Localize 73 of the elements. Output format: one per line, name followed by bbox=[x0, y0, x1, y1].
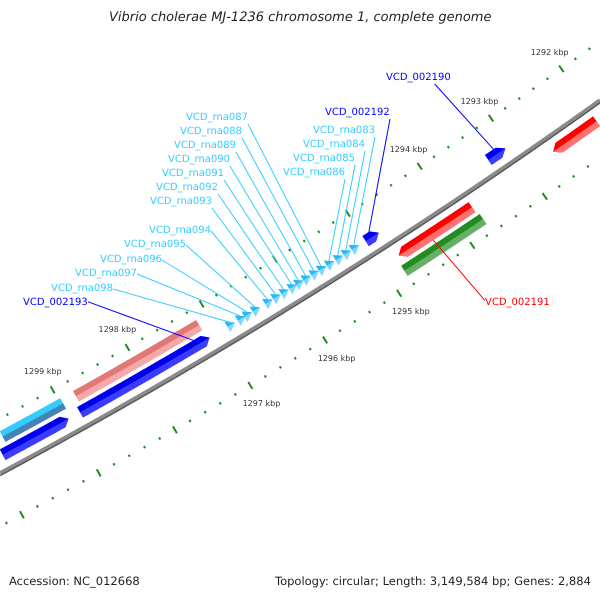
leader-line bbox=[88, 301, 194, 341]
gene-bar bbox=[77, 336, 210, 418]
leader-line bbox=[353, 136, 376, 246]
gene-label: VCD_rna087 bbox=[186, 112, 248, 124]
gene-marker bbox=[270, 294, 281, 304]
tick-label: 1293 kbp bbox=[460, 96, 498, 107]
gene-bar bbox=[362, 231, 379, 246]
gene-label: VCD_rna092 bbox=[156, 182, 218, 194]
gene-marker bbox=[292, 280, 304, 290]
leader-line bbox=[112, 288, 230, 323]
leader-line bbox=[432, 240, 486, 302]
gene-marker bbox=[324, 260, 334, 271]
gene-label: VCD_002191 bbox=[485, 297, 550, 309]
leader-line bbox=[162, 260, 248, 312]
accession-text: Accession: NC_012668 bbox=[9, 574, 140, 588]
tick-label: 1296 kbp bbox=[318, 354, 356, 364]
leader-line bbox=[368, 118, 390, 232]
gene-label: VCD_002193 bbox=[23, 297, 88, 309]
gene-marker bbox=[262, 298, 273, 310]
gene-label: VCD_rna097 bbox=[75, 268, 138, 280]
leader-line bbox=[434, 84, 494, 150]
gene-label: VCD_rna094 bbox=[149, 225, 212, 237]
gene-bar bbox=[0, 416, 69, 460]
gene-label: VCD_002192 bbox=[325, 107, 390, 119]
tick-label: 1294 kbp bbox=[390, 144, 428, 155]
gene-label: VCD_rna090 bbox=[168, 154, 230, 166]
leader-line bbox=[186, 244, 256, 308]
tick-label: 1297 kbp bbox=[242, 399, 280, 410]
gene-marker bbox=[316, 266, 326, 276]
gene-label: VCD_rna084 bbox=[303, 139, 366, 151]
gene-marker bbox=[300, 275, 311, 286]
gene-label: VCD_rna091 bbox=[162, 168, 224, 180]
leader-line bbox=[337, 164, 356, 256]
leader-line bbox=[230, 166, 299, 281]
gene-label: VCD_002190 bbox=[386, 72, 451, 84]
tick-label: 1298 kbp bbox=[98, 325, 136, 336]
gene-marker bbox=[340, 250, 351, 260]
gene-marker bbox=[250, 306, 260, 317]
tick-label: 1295 kbp bbox=[392, 306, 430, 317]
leader-line bbox=[345, 150, 366, 251]
gene-label: VCD_rna089 bbox=[174, 140, 236, 152]
gene-label: VCD_rna086 bbox=[283, 167, 346, 179]
leader-line bbox=[328, 178, 346, 262]
leader-line bbox=[224, 180, 292, 285]
leader-line bbox=[242, 138, 314, 272]
gene-marker bbox=[308, 270, 319, 280]
tick-label: 1292 kbp bbox=[530, 48, 568, 58]
gene-label: VCD_rna098 bbox=[51, 283, 114, 295]
leader-line bbox=[236, 152, 306, 276]
leader-line bbox=[210, 230, 268, 300]
gene-label: VCD_rna095 bbox=[124, 239, 186, 251]
leader-line bbox=[218, 194, 284, 290]
gene-marker bbox=[278, 288, 289, 300]
tick-label: 1299 kbp bbox=[24, 367, 62, 378]
gene-marker bbox=[332, 255, 343, 266]
leader-line bbox=[136, 274, 240, 316]
gene-marker bbox=[241, 311, 252, 322]
gene-label: VCD_rna085 bbox=[293, 153, 356, 165]
gene-marker bbox=[234, 316, 246, 326]
gene-bar bbox=[401, 214, 486, 276]
gene-label: VCD_rna096 bbox=[100, 254, 162, 266]
gene-label: VCD_rna083 bbox=[313, 125, 376, 137]
gene-marker bbox=[286, 284, 297, 294]
gene-label: VCD_rna093 bbox=[150, 196, 212, 208]
map-title: Vibrio cholerae MJ-1236 chromosome 1, complete genome bbox=[109, 10, 492, 26]
gene-marker bbox=[224, 322, 235, 332]
gene-bar bbox=[484, 148, 506, 165]
gene-bar bbox=[553, 116, 600, 153]
gene-label: VCD_rna088 bbox=[180, 126, 242, 138]
gene-marker bbox=[348, 244, 360, 255]
genome-summary-text: Topology: circular; Length: 3,149,584 bp; Genes: 2,884 bbox=[275, 574, 591, 588]
leader-line bbox=[212, 208, 276, 295]
leader-line bbox=[248, 124, 322, 266]
